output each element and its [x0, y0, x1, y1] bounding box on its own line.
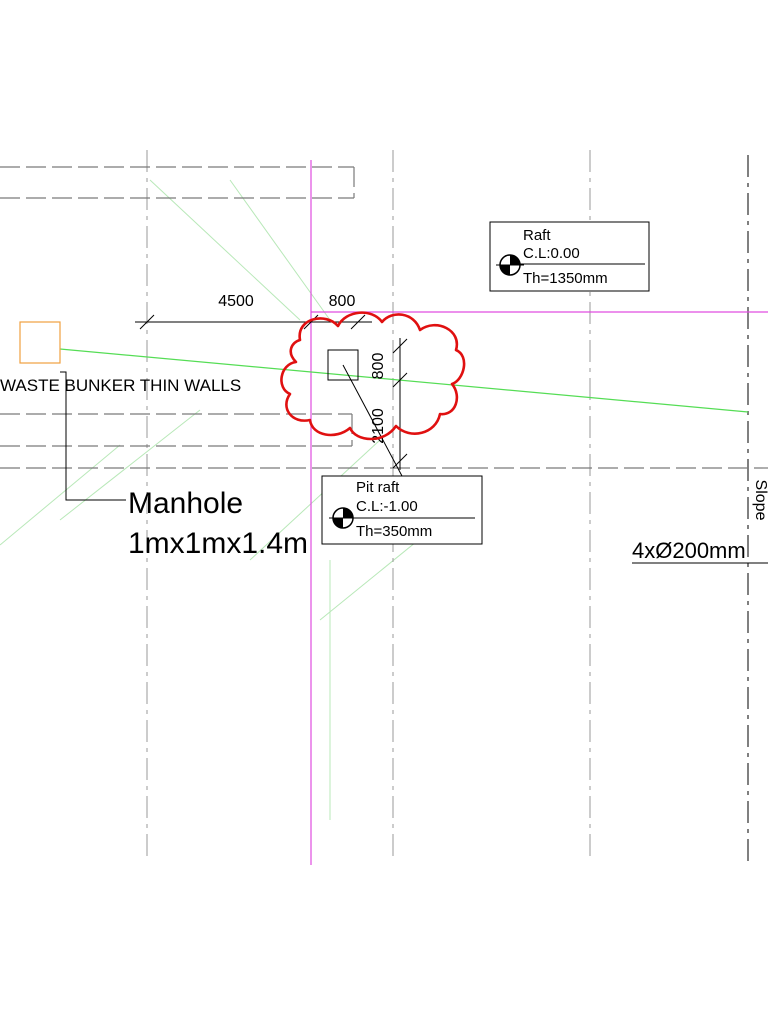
raft-tag-name: Raft	[523, 227, 551, 244]
dim-tick	[303, 314, 319, 330]
raft-tag-th: Th=1350mm	[523, 270, 608, 287]
dim-tick	[392, 338, 408, 354]
dim-tick	[139, 314, 155, 330]
raft-tag-cl: C.L:0.00	[523, 245, 580, 262]
pit-tag-th: Th=350mm	[356, 523, 432, 540]
manhole-label-line2: 1mx1mx1.4m	[128, 527, 308, 560]
dim-2100: 2100	[370, 408, 387, 444]
pit-leader	[342, 364, 403, 477]
dimension-lines	[135, 314, 408, 477]
revision-cloud	[280, 311, 466, 441]
level-marker-icon	[496, 254, 524, 276]
faint-line	[229, 179, 331, 321]
dim-800-horizontal: 800	[329, 293, 356, 310]
manhole-leader	[60, 371, 126, 501]
faint-line	[249, 439, 381, 561]
pit-square[interactable]	[327, 349, 359, 381]
manhole-square[interactable]	[19, 321, 61, 364]
faint-line	[149, 179, 301, 321]
level-marker-icon	[329, 507, 357, 529]
pit-tag-name: Pit raft	[356, 479, 400, 496]
dim-tick	[392, 453, 408, 469]
slope-label: Slope	[752, 480, 768, 521]
green-line	[59, 348, 749, 413]
faint-line	[59, 409, 201, 521]
dim-tick	[350, 314, 366, 330]
dim-tick	[392, 372, 408, 388]
dim-800-vertical: 800	[370, 353, 387, 380]
pit-raft-level-tag[interactable]: Pit raft C.L:-1.00 Th=350mm	[321, 475, 483, 545]
faint-linework	[0, 179, 481, 820]
dim-4500: 4500	[218, 293, 254, 310]
pit-tag-cl: C.L:-1.00	[356, 498, 418, 515]
bunker-label: WASTE BUNKER THIN WALLS	[0, 376, 241, 395]
raft-tag-frame	[489, 221, 650, 292]
magenta-lines	[310, 160, 768, 865]
manhole-label-line1: Manhole	[128, 487, 243, 520]
pipe-label: 4xØ200mm	[632, 538, 746, 563]
dashed-walls	[0, 166, 768, 469]
raft-level-tag[interactable]: Raft C.L:0.00 Th=1350mm	[489, 221, 650, 292]
faint-line	[0, 444, 121, 546]
